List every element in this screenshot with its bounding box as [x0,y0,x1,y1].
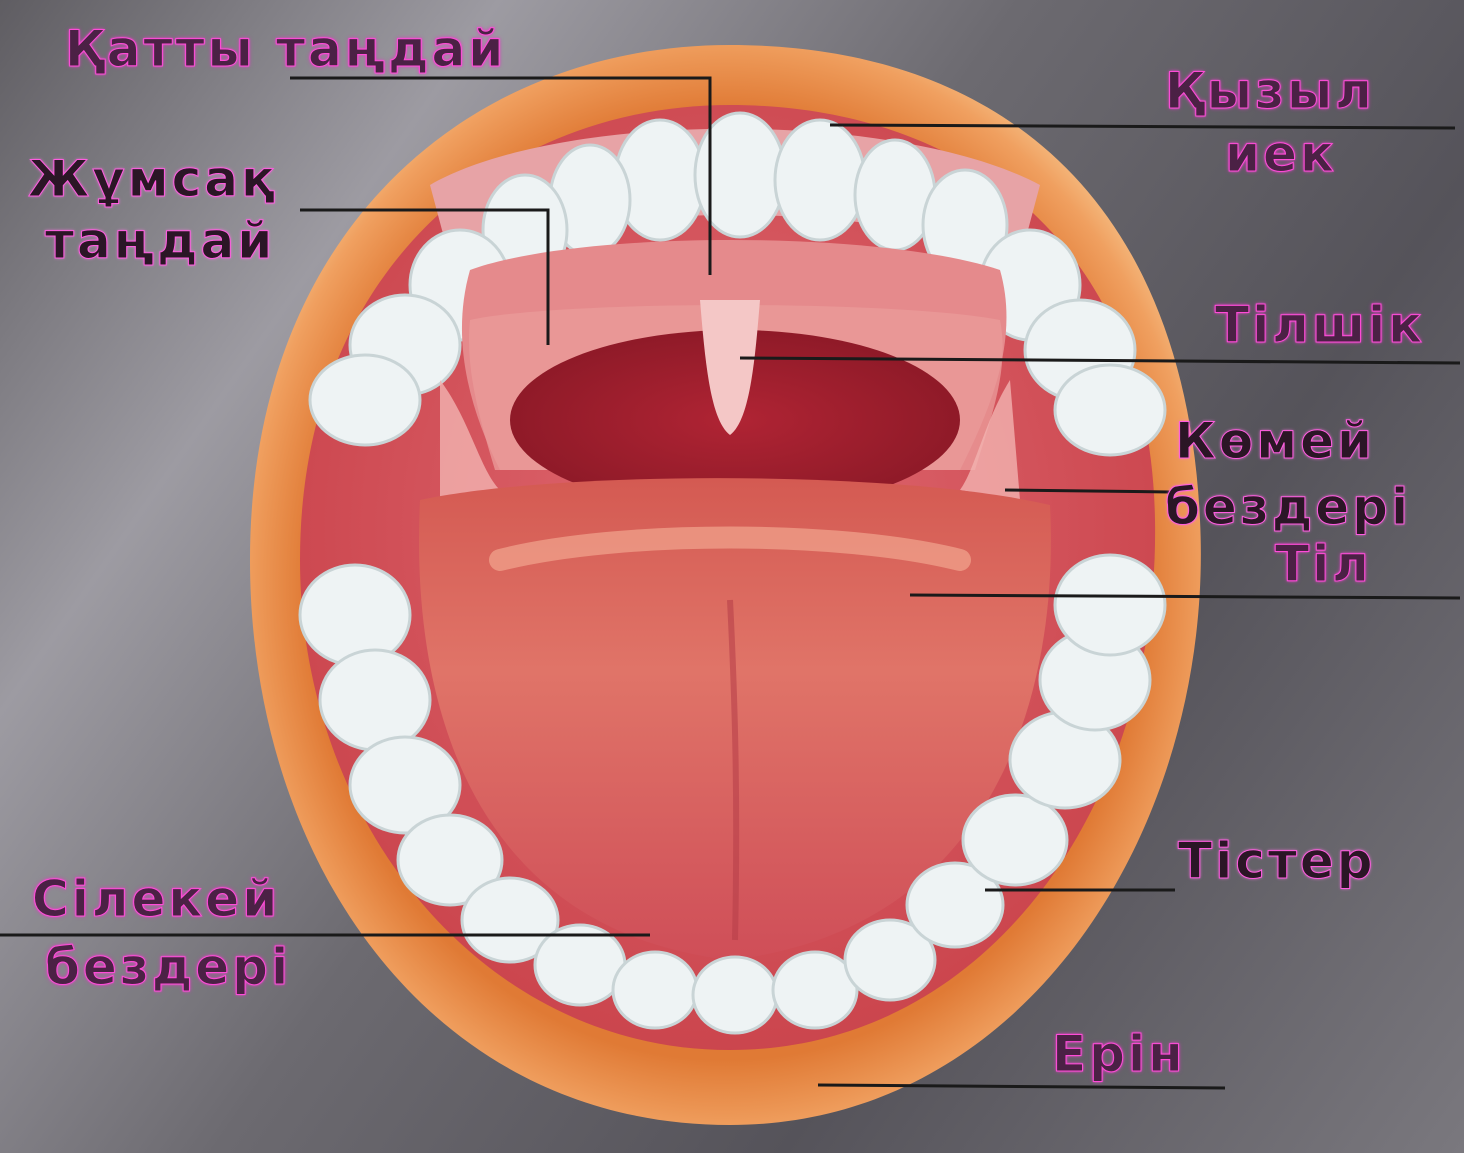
label-salivary-line1: Сілекей [32,870,280,928]
label-tonsils-line2: бездері [1165,478,1411,536]
label-tonsils-line1: Көмей [1175,412,1375,470]
label-gum-line1: Қызыл [1165,62,1375,120]
label-tongue: Тіл [1275,535,1372,593]
label-lip: Ерін [1052,1025,1186,1083]
label-hard-palate: Қатты таңдай [65,20,506,78]
label-salivary-line2: бездері [45,938,291,996]
label-soft-palate-line1: Жұмсақ [28,150,278,208]
label-gum-line2: иек [1225,125,1337,183]
label-uvula: Тілшік [1215,296,1425,354]
label-teeth: Тістер [1178,832,1376,890]
label-soft-palate-line2: таңдай [45,212,275,270]
leader-tonsils [1005,490,1170,492]
